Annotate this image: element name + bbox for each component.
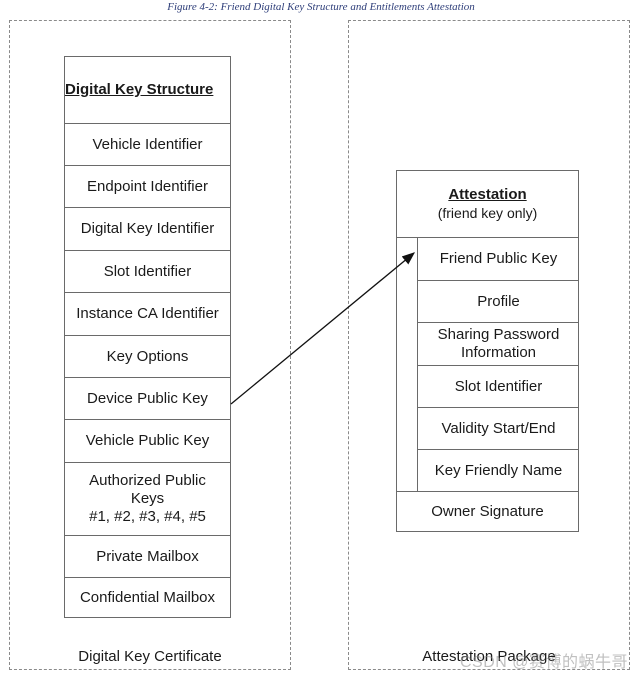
watermark-text: CSDN @赛博的蜗牛哥: [459, 654, 628, 671]
row-confidential-mailbox: Confidential Mailbox: [65, 577, 230, 618]
attestation-title: Attestation: [448, 186, 527, 203]
digital-key-structure-header: Digital Key Structure: [65, 57, 213, 123]
row-slot-identifier-attestation: Slot Identifier: [418, 365, 579, 407]
row-instance-ca-identifier: Instance CA Identifier: [65, 292, 230, 335]
row-key-options: Key Options: [65, 335, 230, 377]
digital-key-certificate-panel: Digital Key Certificate: [9, 20, 291, 670]
sharing-password-line2: Information: [460, 344, 537, 361]
attestation-box: Attestation (friend key only) Friend Pub…: [396, 170, 579, 532]
figure-caption: Figure 4-2: Friend Digital Key Structure…: [167, 1, 475, 13]
digital-key-structure-title: Digital Key Structure: [65, 81, 214, 98]
digital-key-structure-box: Digital Key Structure Vehicle Identifier…: [64, 56, 231, 618]
digital-key-certificate-label: Digital Key Certificate: [78, 648, 222, 665]
row-friend-public-key: Friend Public Key: [418, 237, 579, 280]
row-sharing-password-information: Sharing Password Information: [418, 322, 579, 365]
attestation-subtitle: (friend key only): [437, 205, 538, 221]
attestation-header: Attestation (friend key only): [397, 171, 578, 237]
attestation-package-panel: Attestation Package: [348, 20, 630, 670]
row-profile: Profile: [418, 280, 579, 322]
row-digital-key-identifier: Digital Key Identifier: [65, 207, 230, 250]
authorized-public-keys-label: Authorized Public Keys: [89, 472, 206, 507]
attestation-package-label: Attestation Package: [422, 648, 556, 665]
row-slot-identifier: Slot Identifier: [65, 250, 230, 292]
row-private-mailbox: Private Mailbox: [65, 535, 230, 577]
row-owner-signature: Owner Signature: [397, 491, 578, 532]
authorized-public-keys-list: #1, #2, #3, #4, #5: [89, 508, 206, 525]
sharing-password-line1: Sharing Password: [437, 326, 560, 343]
row-endpoint-identifier: Endpoint Identifier: [65, 165, 230, 207]
row-vehicle-public-key: Vehicle Public Key: [65, 419, 230, 462]
row-device-public-key: Device Public Key: [65, 377, 230, 419]
row-authorized-public-keys: Authorized Public Keys #1, #2, #3, #4, #…: [65, 462, 230, 535]
row-validity-start-end: Validity Start/End: [418, 407, 579, 449]
row-vehicle-identifier: Vehicle Identifier: [65, 123, 230, 165]
row-key-friendly-name: Key Friendly Name: [418, 449, 579, 491]
attestation-gutter: [397, 237, 418, 491]
device-to-friend-key-arrow: [230, 252, 416, 405]
